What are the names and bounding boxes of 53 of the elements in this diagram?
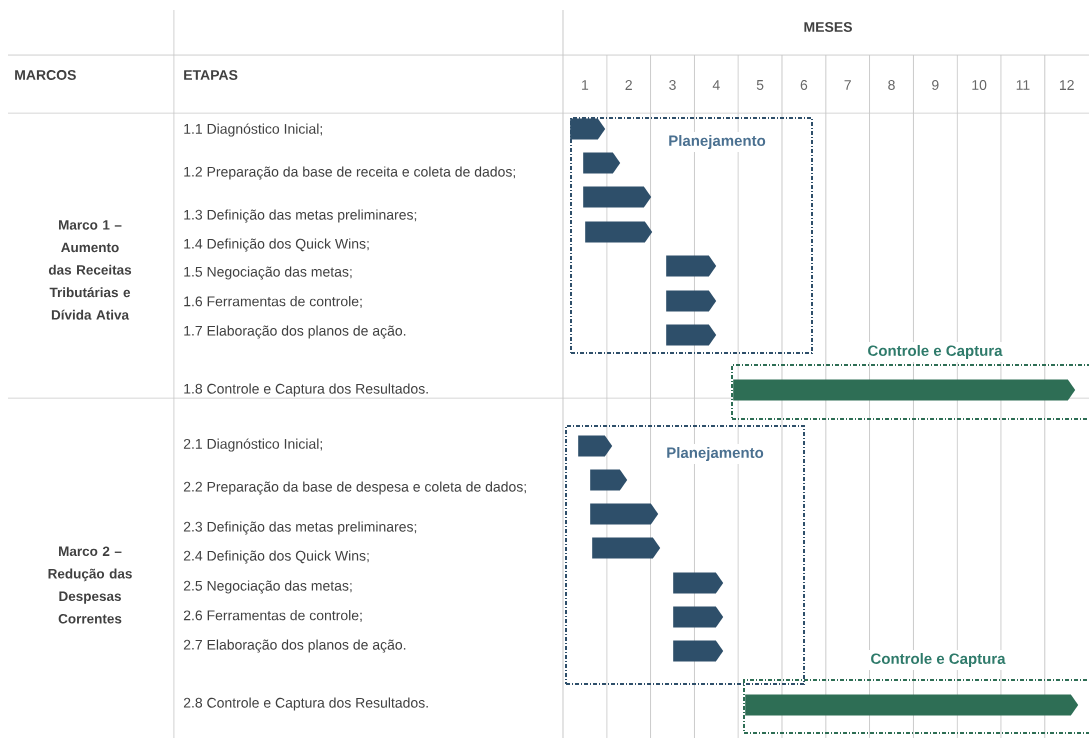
frame-title: Planejamento	[665, 132, 769, 152]
gantt-bar	[745, 694, 1079, 716]
step-label: 1.5 Negociação das metas;	[184, 266, 352, 280]
gantt-bar	[666, 324, 717, 346]
step-label: 1.7 Elaboração dos planos de ação.	[184, 325, 406, 339]
month-number: 12	[1060, 80, 1074, 90]
month-number: 10	[972, 80, 987, 90]
step-label: 2.7 Elaboração dos planos de ação.	[183, 639, 406, 653]
month-number: 5	[756, 80, 764, 90]
month-number: 7	[844, 80, 851, 90]
month-number: 2	[625, 80, 632, 90]
gantt-bar	[583, 152, 621, 174]
month-number: 3	[669, 80, 676, 90]
month-number: 6	[800, 80, 808, 90]
step-label: 1.1 Diagnóstico Inicial;	[184, 123, 322, 137]
gantt-bar	[578, 435, 613, 457]
gantt-bar	[673, 640, 724, 662]
step-label: 1.3 Definição das metas preliminares;	[184, 209, 417, 223]
gantt-bar	[666, 290, 717, 312]
step-label: 1.2 Preparação da base de receita e coleta de dados;	[184, 166, 515, 180]
frame-title: Controle e Captura	[867, 650, 1009, 670]
gantt-bar	[592, 537, 661, 559]
step-label: 1.8 Controle e Captura dos Resultados.	[184, 383, 428, 397]
gantt-bar	[673, 606, 724, 628]
frame-title: Controle e Captura	[864, 342, 1006, 362]
month-number: 8	[888, 80, 895, 90]
gantt-bar	[570, 118, 606, 140]
gantt-bar	[673, 572, 724, 594]
step-label: 2.2 Preparação da base de despesa e coleta de dados;	[183, 481, 526, 495]
gantt-bar	[585, 221, 653, 243]
month-number: 4	[712, 80, 720, 90]
step-label: 2.1 Diagnóstico Inicial;	[183, 438, 322, 452]
milestone-label: Marco 2 – Redução das Despesas Correntes	[48, 546, 132, 624]
headline: MESES	[804, 22, 852, 32]
gantt-bar	[733, 379, 1076, 401]
milestone-label: Marco 1 – Aumento das Receitas Tributárias e Dívida Ativa	[48, 220, 132, 320]
step-label: 2.3 Definição das metas preliminares;	[183, 521, 417, 535]
gantt-bar	[583, 186, 652, 208]
gantt-bar	[590, 469, 628, 491]
frame-title: Planejamento	[663, 444, 767, 464]
step-label: 1.6 Ferramentas de controle;	[184, 296, 362, 308]
gantt-bar	[590, 503, 659, 525]
month-number: 9	[932, 80, 939, 90]
step-label: 2.5 Negociação das metas;	[183, 580, 352, 594]
gantt-bar	[666, 255, 717, 277]
month-number: 11	[1016, 80, 1030, 90]
step-label: 2.4 Definição dos Quick Wins;	[183, 550, 369, 564]
column-header: ETAPAS	[184, 70, 238, 80]
step-label: 2.6 Ferramentas de controle;	[183, 610, 362, 622]
month-number: 1	[582, 80, 589, 90]
column-header: MARCOS	[15, 70, 76, 80]
step-label: 1.4 Definição dos Quick Wins;	[184, 238, 369, 252]
step-label: 2.8 Controle e Captura dos Resultados.	[183, 697, 428, 711]
